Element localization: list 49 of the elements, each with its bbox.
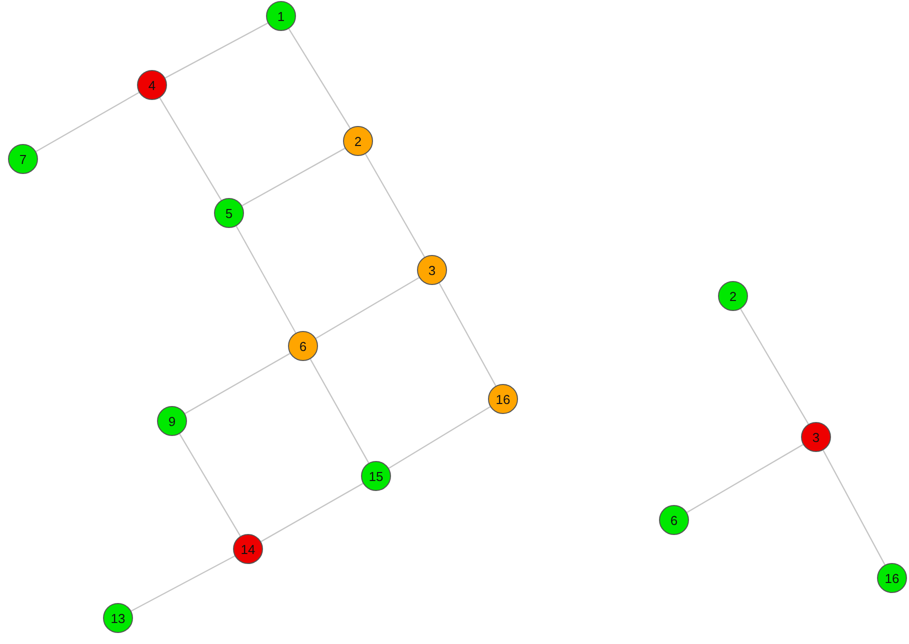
connector-line — [364, 154, 426, 258]
connector-line — [822, 450, 886, 566]
graph-node-circle — [877, 563, 907, 593]
graph-node-circle — [361, 461, 391, 491]
connector-line — [36, 92, 140, 152]
node-number: 4 — [148, 78, 156, 92]
graph-node-circle — [8, 144, 38, 174]
connector-line — [242, 148, 346, 206]
connector-line — [179, 434, 241, 536]
graph-node-circle — [233, 534, 263, 564]
connector-line — [438, 282, 496, 386]
graph-node-circle — [417, 255, 447, 285]
connector-line — [260, 482, 364, 542]
node-number: 1 — [277, 8, 285, 24]
node-number: 5 — [225, 206, 233, 220]
graph-node-circle — [214, 198, 244, 228]
graph-node-circle — [659, 505, 689, 535]
node-number: 16 — [884, 570, 900, 586]
node-number: 6 — [299, 338, 307, 354]
graph-node-circle — [266, 1, 296, 31]
node-number: 9 — [168, 414, 176, 428]
node-number: 3 — [812, 430, 820, 444]
connector-line — [184, 352, 290, 414]
graph-node-circle — [288, 331, 318, 361]
graph-node-circle — [157, 406, 187, 436]
graph-node-circle — [137, 70, 167, 100]
connector-line — [740, 308, 809, 424]
node-number: 14 — [240, 542, 256, 556]
node-number: 16 — [496, 392, 510, 406]
connector-line — [164, 22, 268, 78]
node-number: 2 — [729, 288, 737, 304]
node-number: 13 — [110, 610, 126, 626]
node-number: 6 — [670, 512, 678, 528]
graph-node-circle — [488, 384, 518, 414]
node-number: 15 — [368, 468, 384, 484]
connector-line — [310, 358, 370, 464]
node-number: 7 — [19, 152, 27, 166]
node-number: 3 — [428, 262, 436, 278]
graph-node-circle — [343, 126, 373, 156]
graph-node-circle — [718, 281, 748, 311]
connector-line — [288, 28, 351, 129]
connector-line — [686, 444, 804, 513]
connector-line — [388, 406, 490, 469]
connector-line — [159, 98, 222, 200]
node-number: 2 — [354, 134, 362, 148]
graph-node-circle — [801, 422, 831, 452]
connector-line — [236, 226, 296, 334]
graph-node-circle — [103, 603, 133, 633]
connector-line — [316, 277, 420, 339]
